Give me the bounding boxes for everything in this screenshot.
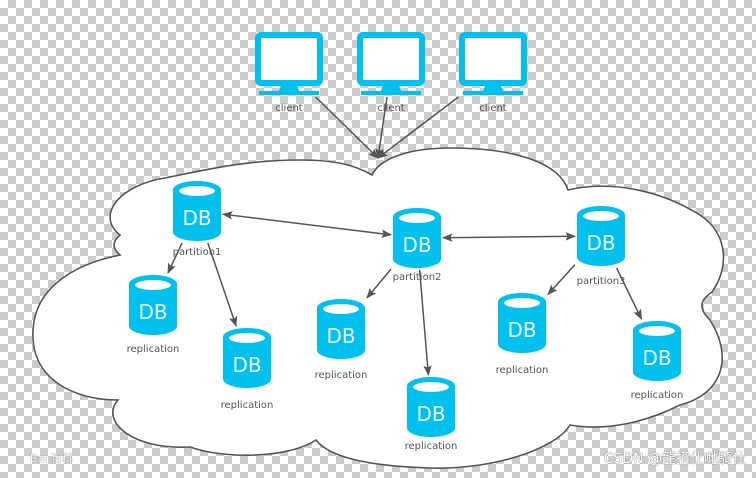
replication-db-icon: DB (498, 293, 546, 353)
db-text: DB (138, 300, 167, 324)
replication-db-icon: DB (633, 321, 681, 381)
replication-db-icon: DB (407, 377, 455, 437)
replication-label: replication (405, 441, 458, 452)
client-label: client (479, 103, 507, 114)
replication-label: replication (221, 400, 274, 411)
edge-c1-cloud (315, 96, 379, 159)
db-text: DB (586, 231, 615, 255)
replication-label: replication (127, 344, 180, 355)
partition-label: partition3 (577, 276, 626, 287)
replication-label: replication (631, 390, 684, 401)
edge-p2-r2a (366, 268, 392, 299)
edge-p1-r1b (207, 242, 238, 327)
edge-p3-r3a (547, 264, 576, 296)
replication-label: replication (315, 370, 368, 381)
replication-db-icon: DB (129, 275, 177, 335)
db-text: DB (416, 402, 445, 426)
db-text: DB (507, 318, 536, 342)
replication-db-icon: DB (223, 328, 271, 388)
csdn-watermark: CSDN @龍揹仩哋騎仕 (603, 451, 746, 467)
edge-c2-cloud (375, 96, 388, 160)
edge-p1-p2 (221, 211, 393, 238)
replication-label: replication (496, 365, 549, 376)
baidu-watermark: Bai 百科 (30, 452, 73, 465)
db-text: DB (642, 346, 671, 370)
client-label: client (377, 103, 405, 114)
client-label: client (275, 103, 303, 114)
edge-p2-p3 (441, 232, 577, 242)
client-monitor-icon (357, 32, 425, 95)
edge-p1-r1a (167, 242, 183, 274)
partition-db-icon: DB (173, 181, 221, 241)
client-monitor-icon (255, 32, 323, 95)
db-text: DB (232, 353, 261, 377)
partition-db-icon: DB (393, 208, 441, 268)
partition-db-icon: DB (577, 206, 625, 266)
edge-p2-r2b (418, 269, 432, 377)
db-text: DB (402, 233, 431, 257)
db-text: DB (182, 206, 211, 230)
edge-c3-cloud (377, 96, 459, 159)
partition-label: partition2 (393, 272, 442, 283)
client-monitor-icon (459, 32, 527, 95)
partition-label: partition1 (173, 247, 222, 258)
db-text: DB (326, 324, 355, 348)
replication-db-icon: DB (317, 299, 365, 359)
edge-p3-r3b (615, 267, 643, 320)
